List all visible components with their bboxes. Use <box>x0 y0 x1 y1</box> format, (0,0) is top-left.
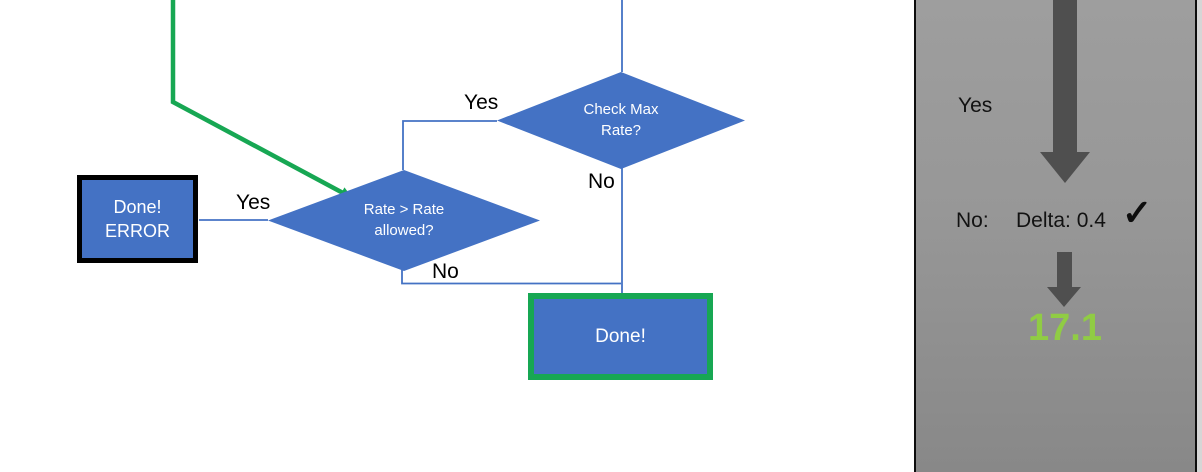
rate-allowed-text-line1: Rate > Rate <box>363 201 445 219</box>
panel-no-label: No: <box>956 209 989 232</box>
panel-edge-strip <box>1197 0 1202 472</box>
panel-yes-label: Yes <box>958 94 993 117</box>
check-max-rate-text-line1: Check Max <box>583 101 659 119</box>
check-max-rate-text-line2: Rate? <box>600 121 642 139</box>
rate-allowed-text-line2: allowed? <box>374 221 434 239</box>
done-node: Done! <box>528 293 713 380</box>
down-arrow-2-shaft <box>1057 252 1072 288</box>
connector-yes-check-max-to-rate-allowed <box>402 120 497 170</box>
panel-delta-value: Delta: 0.4 <box>1016 209 1106 232</box>
down-arrow-2-icon <box>1047 287 1081 307</box>
done-text: Done! <box>595 325 646 347</box>
done-error-node: Done! ERROR <box>77 175 198 263</box>
done-error-text-line2: ERROR <box>104 221 170 241</box>
check-max-rate-no-label: No <box>588 170 615 193</box>
result-value: 17.1 <box>1028 307 1102 349</box>
trace-side-panel: Yes No: Delta: 0.4 ✓ 17.1 <box>914 0 1197 472</box>
down-arrow-1-shaft <box>1053 0 1077 153</box>
rate-allowed-no-label: No <box>432 260 459 283</box>
check-max-rate-yes-label: Yes <box>464 91 499 114</box>
green-path-connector <box>170 0 345 195</box>
checkmark-icon: ✓ <box>1122 192 1153 233</box>
done-error-text-line1: Done! <box>113 196 162 217</box>
down-arrow-1-icon <box>1040 152 1090 183</box>
rate-allowed-yes-label: Yes <box>236 191 271 214</box>
connector-no-rate-allowed-to-done <box>401 270 621 285</box>
